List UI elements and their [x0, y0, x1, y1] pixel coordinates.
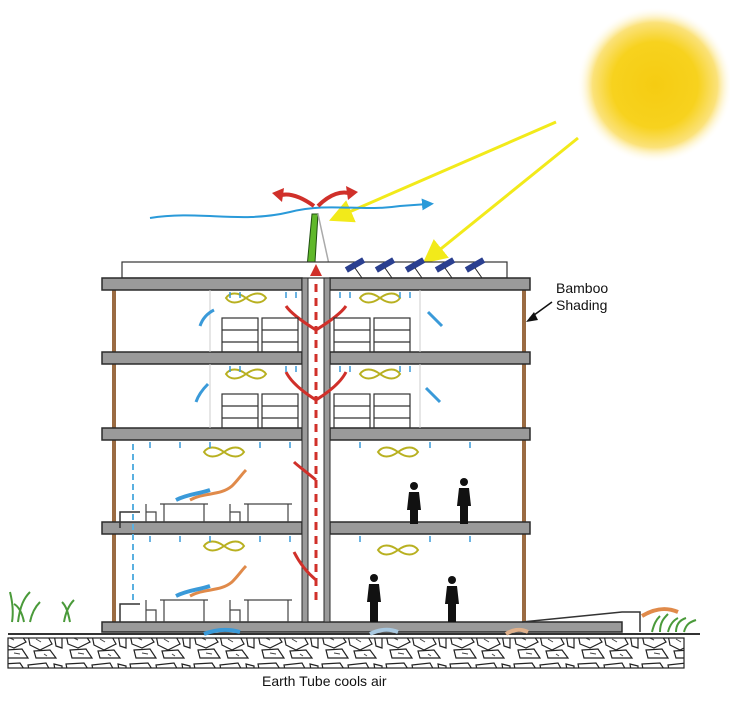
duct-outlet-lower: [119, 603, 140, 622]
ground-rock-layer: [7, 637, 685, 669]
bamboo-pointer-arrowhead: [526, 312, 538, 322]
earth-tube-warm-arrow: [504, 627, 529, 636]
dining-furniture: [145, 503, 292, 622]
solar-panel-icon: [434, 257, 456, 279]
slab-2-left: [101, 427, 303, 441]
roof-slab-left: [101, 277, 303, 291]
exhaust-arrowhead-right: [346, 186, 358, 200]
shaft-up-arrowhead: [310, 264, 322, 276]
exhaust-arrow-left: [277, 192, 316, 208]
chair-icon: [229, 600, 241, 622]
cool-air-arrows: [149, 292, 471, 542]
ceiling-fan-icon: [202, 446, 246, 458]
ceiling-fan-icon: [224, 292, 268, 304]
earth-tube-mixed-arrow: [369, 627, 399, 636]
duct-outlet-upper: [119, 511, 140, 528]
earth-tube-label: Earth Tube cools air: [262, 673, 387, 689]
roof-slab-right: [329, 277, 531, 291]
table-icon: [244, 599, 292, 622]
shaft-wall-right: [323, 277, 331, 623]
warm-air-swirl: [189, 564, 248, 598]
earth-tube-cool-arrow: [203, 627, 241, 636]
ceiling-fan-icon: [224, 368, 268, 380]
ceiling-fan-icon: [358, 368, 402, 380]
cool-air-swirl: [175, 488, 211, 502]
bamboo-label-line1: Bamboo: [556, 280, 609, 296]
person-icon: [367, 574, 381, 622]
person-icon: [407, 482, 421, 524]
sun-ray-to-panels: [422, 136, 579, 264]
bunk-bed-icon: [221, 393, 259, 429]
grass-icon: [9, 591, 75, 623]
ceiling-fans: [202, 292, 420, 556]
solar-panel-array: [344, 257, 486, 279]
table-icon: [160, 503, 208, 522]
ceiling-fan-icon: [376, 544, 420, 556]
ceiling-fan-icon: [358, 292, 402, 304]
exhaust-arrowhead-left: [272, 188, 284, 202]
sun-ray-to-chimney: [328, 120, 557, 223]
bunk-beds: [221, 317, 411, 429]
warm-air-swirl: [189, 468, 248, 502]
solar-panel-icon: [344, 257, 366, 279]
table-icon: [244, 503, 292, 522]
slab-3-left: [101, 351, 303, 365]
shaft-wall-left: [301, 277, 309, 623]
bunk-bed-icon: [261, 317, 299, 353]
exhaust-arrow-right: [316, 190, 353, 208]
chair-icon: [229, 504, 241, 522]
floor-slabs: [101, 277, 623, 633]
cool-air-swirl: [175, 584, 211, 598]
ceiling-fan-icon: [376, 446, 420, 458]
bunk-bed-icon: [333, 393, 371, 429]
solar-panel-icon: [374, 257, 396, 279]
person-icon: [457, 478, 471, 524]
bunk-bed-icon: [373, 393, 411, 429]
bunk-bed-icon: [221, 317, 259, 353]
slab-3-right: [329, 351, 531, 365]
grass-icon: [651, 613, 697, 633]
solar-panel-icon: [404, 257, 426, 279]
slab-2-right: [329, 427, 531, 441]
bunk-bed-icon: [333, 317, 371, 353]
slab-1-right: [329, 521, 531, 535]
bamboo-label-line2: Shading: [556, 297, 608, 313]
ground-slab: [101, 621, 623, 633]
ceiling-fan-icon: [202, 540, 246, 552]
wind-flow-line: [149, 198, 434, 219]
chair-icon: [145, 600, 157, 622]
people: [367, 478, 471, 622]
bunk-bed-icon: [261, 393, 299, 429]
earth-tube-intake-arrow: [640, 607, 679, 618]
chair-icon: [145, 504, 157, 522]
table-icon: [160, 599, 208, 622]
entry-ramp: [521, 611, 641, 632]
bunk-bed-icon: [373, 317, 411, 353]
person-icon: [445, 576, 459, 622]
bamboo-shading-label: Bamboo Shading: [556, 280, 608, 314]
shaft-exhaust-arrows: [284, 280, 348, 600]
sun-icon: [577, 7, 730, 163]
side-airflow-arrows: [194, 308, 444, 404]
solar-panel-icon: [464, 257, 486, 279]
